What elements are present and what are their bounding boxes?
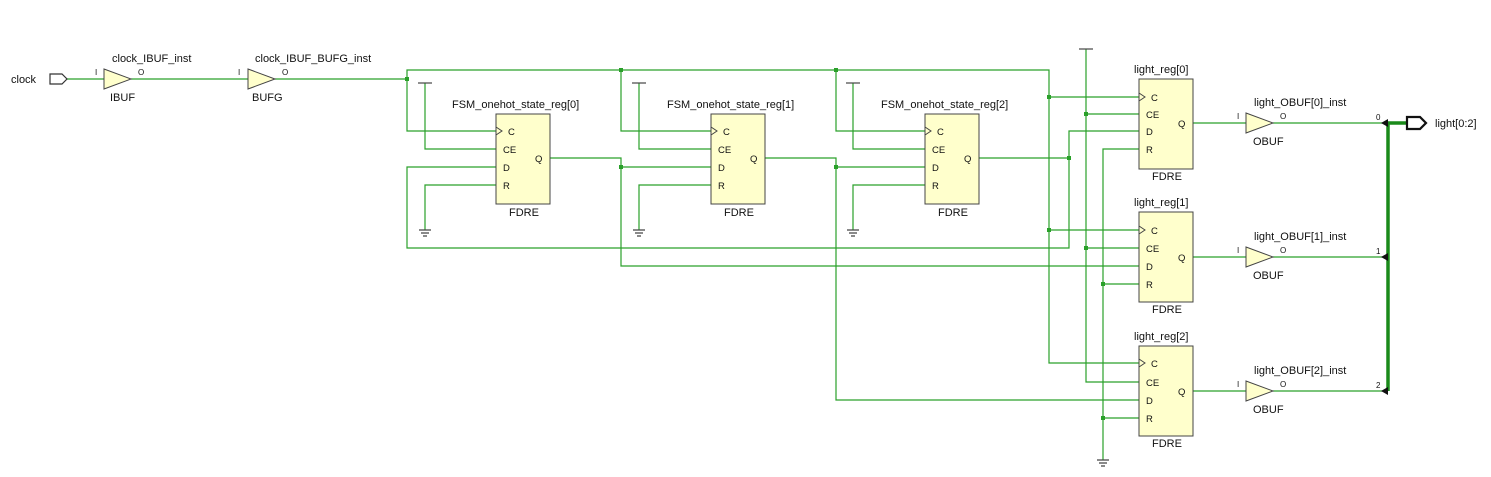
- fsm1-pin-c: C: [723, 127, 730, 138]
- obuf0-pin-i: I: [1237, 112, 1239, 121]
- bufg-type-label: BUFG: [252, 92, 283, 104]
- fsm0-pin-c: C: [508, 127, 515, 138]
- light2-pin-ce: CE: [1146, 378, 1159, 389]
- light-obuf-1[interactable]: light_OBUF[1]_inst I O OBUF: [1237, 231, 1346, 282]
- light1-inst-label: light_reg[1]: [1134, 197, 1188, 209]
- light0-type-label: FDRE: [1152, 171, 1182, 183]
- ibuf-inst-label: clock_IBUF_inst: [112, 53, 191, 65]
- fsm0-type-label: FDRE: [509, 207, 539, 219]
- obuf2-inst-label: light_OBUF[2]_inst: [1254, 365, 1346, 377]
- obuf2-pin-o: O: [1280, 380, 1286, 389]
- fsm-state-reg-0[interactable]: FSM_onehot_state_reg[0] C CE D R Q FDRE: [452, 99, 579, 219]
- obuf0-type-label: OBUF: [1253, 136, 1284, 148]
- light1-pin-ce: CE: [1146, 244, 1159, 255]
- bus-tap-1: [1381, 253, 1388, 261]
- obuf1-pin-o: O: [1280, 246, 1286, 255]
- clock-edge-icon: [1138, 92, 1146, 102]
- light1-pin-c: C: [1151, 226, 1158, 237]
- light1-type-label: FDRE: [1152, 304, 1182, 316]
- light2-pin-d: D: [1146, 396, 1153, 407]
- fsm2-type-label: FDRE: [938, 207, 968, 219]
- fsm0-inst-label: FSM_onehot_state_reg[0]: [452, 99, 579, 111]
- light0-inst-label: light_reg[0]: [1134, 64, 1188, 76]
- bus-index-2: 2: [1376, 381, 1381, 390]
- fsm2-pin-q: Q: [964, 154, 971, 165]
- bus-index-0: 0: [1376, 113, 1381, 122]
- light2-pin-q: Q: [1178, 387, 1185, 398]
- clock-ibuf[interactable]: clock_IBUF_inst I O IBUF: [95, 53, 191, 104]
- light-reg-1[interactable]: light_reg[1] C CE D R Q FDRE: [1134, 197, 1194, 316]
- ibuf-pin-i: I: [95, 68, 97, 77]
- obuf1-inst-label: light_OBUF[1]_inst: [1254, 231, 1346, 243]
- fsm1-pin-d: D: [718, 163, 725, 174]
- wires: [67, 49, 1386, 460]
- light2-pin-c: C: [1151, 359, 1158, 370]
- clock-input-port[interactable]: clock: [11, 73, 68, 86]
- bus-tap-2: [1381, 387, 1388, 395]
- junction-dots: [405, 68, 1105, 420]
- power-symbols: [418, 48, 1109, 467]
- obuf2-pin-i: I: [1237, 380, 1239, 389]
- ibuf-pin-o: O: [138, 68, 144, 77]
- fsm1-pin-r: R: [718, 181, 725, 192]
- obuf0-pin-o: O: [1280, 112, 1286, 121]
- fsm0-pin-r: R: [503, 181, 510, 192]
- light-reg-0[interactable]: light_reg[0] C CE D R Q FDRE: [1134, 64, 1194, 183]
- light0-pin-ce: CE: [1146, 110, 1159, 121]
- light1-pin-r: R: [1146, 280, 1153, 291]
- fsm2-pin-r: R: [932, 181, 939, 192]
- obuf1-type-label: OBUF: [1253, 270, 1284, 282]
- light2-type-label: FDRE: [1152, 438, 1182, 450]
- light-port-label: light[0:2]: [1435, 118, 1477, 130]
- fsm1-inst-label: FSM_onehot_state_reg[1]: [667, 99, 794, 111]
- fsm2-pin-d: D: [932, 163, 939, 174]
- light-obuf-2[interactable]: light_OBUF[2]_inst I O OBUF: [1237, 365, 1346, 416]
- fsm1-pin-ce: CE: [718, 145, 731, 156]
- light0-pin-q: Q: [1178, 119, 1185, 130]
- light0-pin-d: D: [1146, 127, 1153, 138]
- ground-icon: [419, 229, 431, 237]
- clock-edge-icon: [1138, 358, 1146, 368]
- fsm2-pin-ce: CE: [932, 145, 945, 156]
- light0-pin-c: C: [1151, 93, 1158, 104]
- clock-edge-icon: [924, 126, 932, 136]
- light2-inst-label: light_reg[2]: [1134, 331, 1188, 343]
- obuf1-pin-i: I: [1237, 246, 1239, 255]
- light1-pin-d: D: [1146, 262, 1153, 273]
- bus-index-1: 1: [1376, 247, 1381, 256]
- fsm-state-reg-2[interactable]: FSM_onehot_state_reg[2] C CE D R Q FDRE: [881, 99, 1008, 219]
- fsm2-pin-c: C: [937, 127, 944, 138]
- obuf0-inst-label: light_OBUF[0]_inst: [1254, 97, 1346, 109]
- bus-tap-0: [1381, 119, 1388, 127]
- clock-port-label: clock: [11, 74, 37, 86]
- bufg-inst-label: clock_IBUF_BUFG_inst: [255, 53, 371, 65]
- clock-edge-icon: [495, 126, 503, 136]
- clock-edge-icon: [710, 126, 718, 136]
- fsm2-inst-label: FSM_onehot_state_reg[2]: [881, 99, 1008, 111]
- bufg-pin-i: I: [238, 68, 240, 77]
- light-obuf-0[interactable]: light_OBUF[0]_inst I O OBUF: [1237, 97, 1346, 148]
- fsm0-pin-ce: CE: [503, 145, 516, 156]
- ground-icon: [1097, 459, 1109, 467]
- ibuf-type-label: IBUF: [110, 92, 135, 104]
- obuf2-type-label: OBUF: [1253, 404, 1284, 416]
- light-reg-2[interactable]: light_reg[2] C CE D R Q FDRE: [1134, 331, 1194, 450]
- ground-icon: [847, 229, 859, 237]
- bufg-pin-o: O: [282, 68, 288, 77]
- light0-pin-r: R: [1146, 145, 1153, 156]
- fsm1-pin-q: Q: [750, 154, 757, 165]
- ground-icon: [633, 229, 645, 237]
- fsm-state-reg-1[interactable]: FSM_onehot_state_reg[1] C CE D R Q FDRE: [667, 99, 794, 219]
- fsm0-pin-q: Q: [535, 154, 542, 165]
- clock-edge-icon: [1138, 225, 1146, 235]
- light-output-port[interactable]: light[0:2]: [1405, 115, 1477, 131]
- fsm0-pin-d: D: [503, 163, 510, 174]
- light2-pin-r: R: [1146, 414, 1153, 425]
- light1-pin-q: Q: [1178, 253, 1185, 264]
- fsm1-type-label: FDRE: [724, 207, 754, 219]
- clock-bufg[interactable]: clock_IBUF_BUFG_inst I O BUFG: [238, 53, 371, 104]
